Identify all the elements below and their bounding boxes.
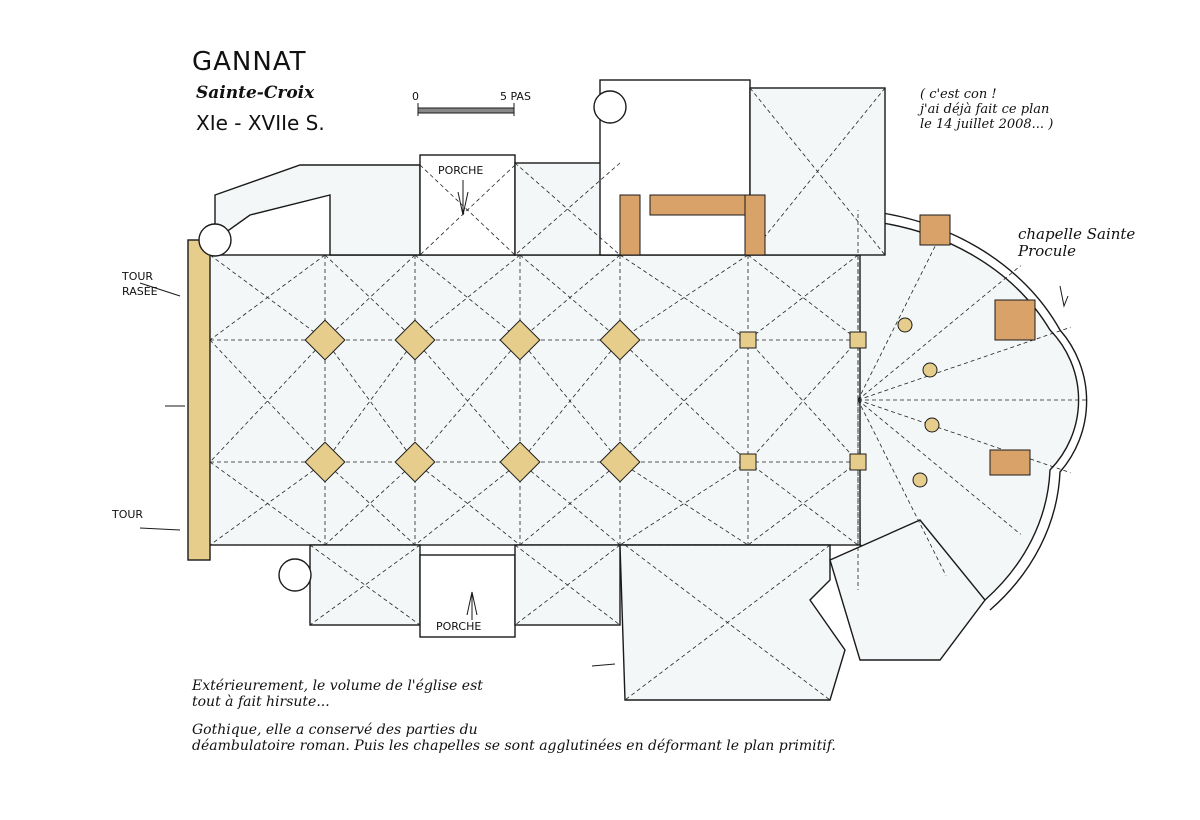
vault-rib [309,544,421,626]
vault-rib [747,339,859,463]
description-line: tout à fait hirsute... [192,694,330,711]
apse-column [924,417,940,433]
scale-bar [417,103,515,116]
vault-rib [747,461,859,546]
plan-title: GANNAT [192,47,307,77]
vault-rib [414,254,521,341]
tour-label: TOUR [112,508,144,521]
vault-rib [519,461,621,546]
description-text-2: Gothique, elle a conservé des parties du… [192,722,1092,754]
pier [499,319,541,361]
arrow-icon [1059,285,1069,308]
arrow-icon [466,591,478,620]
vault-rib [619,461,749,546]
arrow-icon [139,282,181,297]
apse-column [897,317,913,333]
apse-column [912,472,928,488]
vault-rib [209,254,326,341]
pier [599,319,641,361]
description-line: déambulatoire roman. Puis les chapelles … [192,738,836,755]
vault-rib [419,164,516,256]
plan-subtitle: Sainte-Croix [196,83,315,103]
plan-century: XIe - XVIIe S. [196,111,325,135]
arrow-icon [591,663,616,667]
vault-rib [747,254,859,341]
vault-rib [624,544,831,701]
pier [849,453,867,471]
vault-rib [619,339,749,463]
wall-mass [619,194,641,256]
pier [394,319,436,361]
scale-end-label: 5 PAS [500,90,531,103]
vault-rib [514,162,621,256]
pier [499,441,541,483]
vault-rib [414,461,521,546]
vault-rib [747,254,859,341]
porche-top-label: PORCHE [438,164,484,177]
wall-mass [744,194,766,256]
north-chapel-west [214,164,421,256]
vault-rib [857,399,1071,474]
spiral-stair-tower [593,90,627,124]
porche-bottom-label: PORCHE [436,620,482,633]
vault-rib [514,544,621,626]
pier [394,441,436,483]
south-porch [419,554,516,638]
description-line: Gothique, elle a conservé des parties du [192,722,478,738]
description-text: Extérieurement, le volume de l'église es… [192,678,592,710]
apse-column [922,362,938,378]
wall-mass [919,214,951,246]
south-chapel-east [619,544,846,701]
vault-rib [414,254,521,341]
vault-rib [619,461,749,546]
vault-rib [619,254,749,341]
spiral-stair-nw [198,223,232,257]
west-wall [187,239,211,561]
pier [599,441,641,483]
tour-rasee-label-1: TOUR [122,270,154,283]
arrow-icon [139,527,181,531]
scale-start-label: 0 [412,90,419,103]
note-line: ( c'est con ! [920,87,997,102]
vault-rib [324,339,416,463]
vault-rib [619,339,749,463]
side-note: ( c'est con ! j'ai déjà fait ce plan le … [920,87,1120,133]
vault-rib [749,87,886,256]
vault-rib [857,399,1021,535]
vault-rib [324,339,416,463]
pier [739,331,757,349]
pier [739,453,757,471]
wall-mass [649,194,746,216]
pier [849,331,867,349]
description-line: Extérieurement, le volume de l'église es… [192,678,483,694]
vault-rib [519,254,621,341]
pier [304,319,346,361]
wall-mass [994,299,1036,341]
apse-outer-wall [857,209,1088,611]
note-line: le 14 juillet 2008... ) [920,116,1054,132]
vault-rib [857,326,1071,401]
vault-rib [519,339,621,463]
pier [304,441,346,483]
wall-mass [989,449,1031,476]
note-line: j'ai déjà fait ce plan [920,101,1050,117]
south-ambulatory-chapel [829,519,986,661]
arrow-icon [457,180,469,216]
vault-rib [309,544,421,626]
vault-rib [747,339,859,463]
vault-rib [857,224,947,401]
vault-rib [857,265,1021,401]
spiral-stair-sw [278,558,312,592]
vault-rib [619,254,749,341]
vault-rib [414,339,521,463]
vault-rib [209,461,326,546]
nave [204,254,861,546]
vault-rib [514,162,621,256]
vault-rib [747,461,859,546]
tour-rasee-label-2: RASÉE [122,285,158,298]
chapel-label: chapelle Sainte Procule [1018,225,1136,261]
vault-rib [857,399,947,576]
